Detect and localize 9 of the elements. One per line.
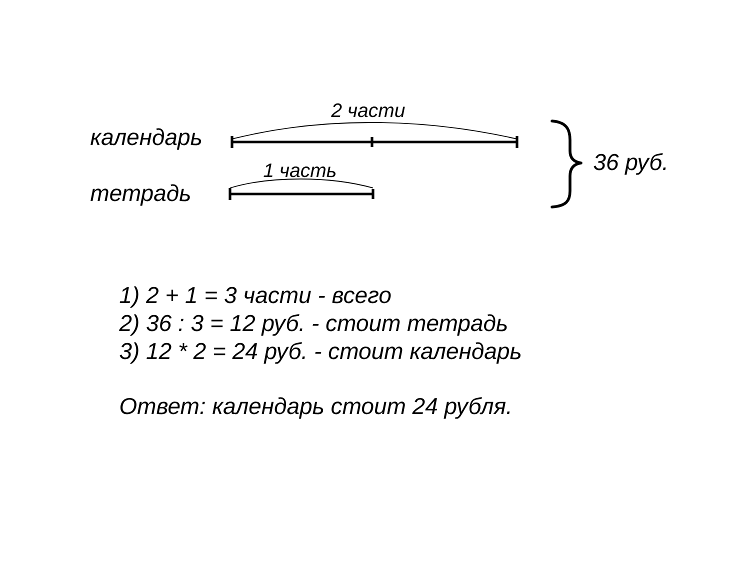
total-label: 36 руб.: [594, 153, 666, 175]
part-label: 2 части: [331, 103, 405, 118]
part-label: 1 часть: [264, 164, 336, 178]
item-label: календарь: [90, 128, 202, 150]
solution-step: 1) 2 + 1 = 3 части - всего: [120, 286, 391, 308]
item-label: тетрадь: [90, 184, 190, 206]
answer-text: Ответ: календарь стоит 24 рубля.: [120, 397, 510, 419]
solution-step: 2) 36 : 3 = 12 руб. - стоит тетрадь: [119, 314, 507, 336]
solution-step: 3) 12 * 2 = 24 руб. - стоит календарь: [120, 342, 520, 364]
